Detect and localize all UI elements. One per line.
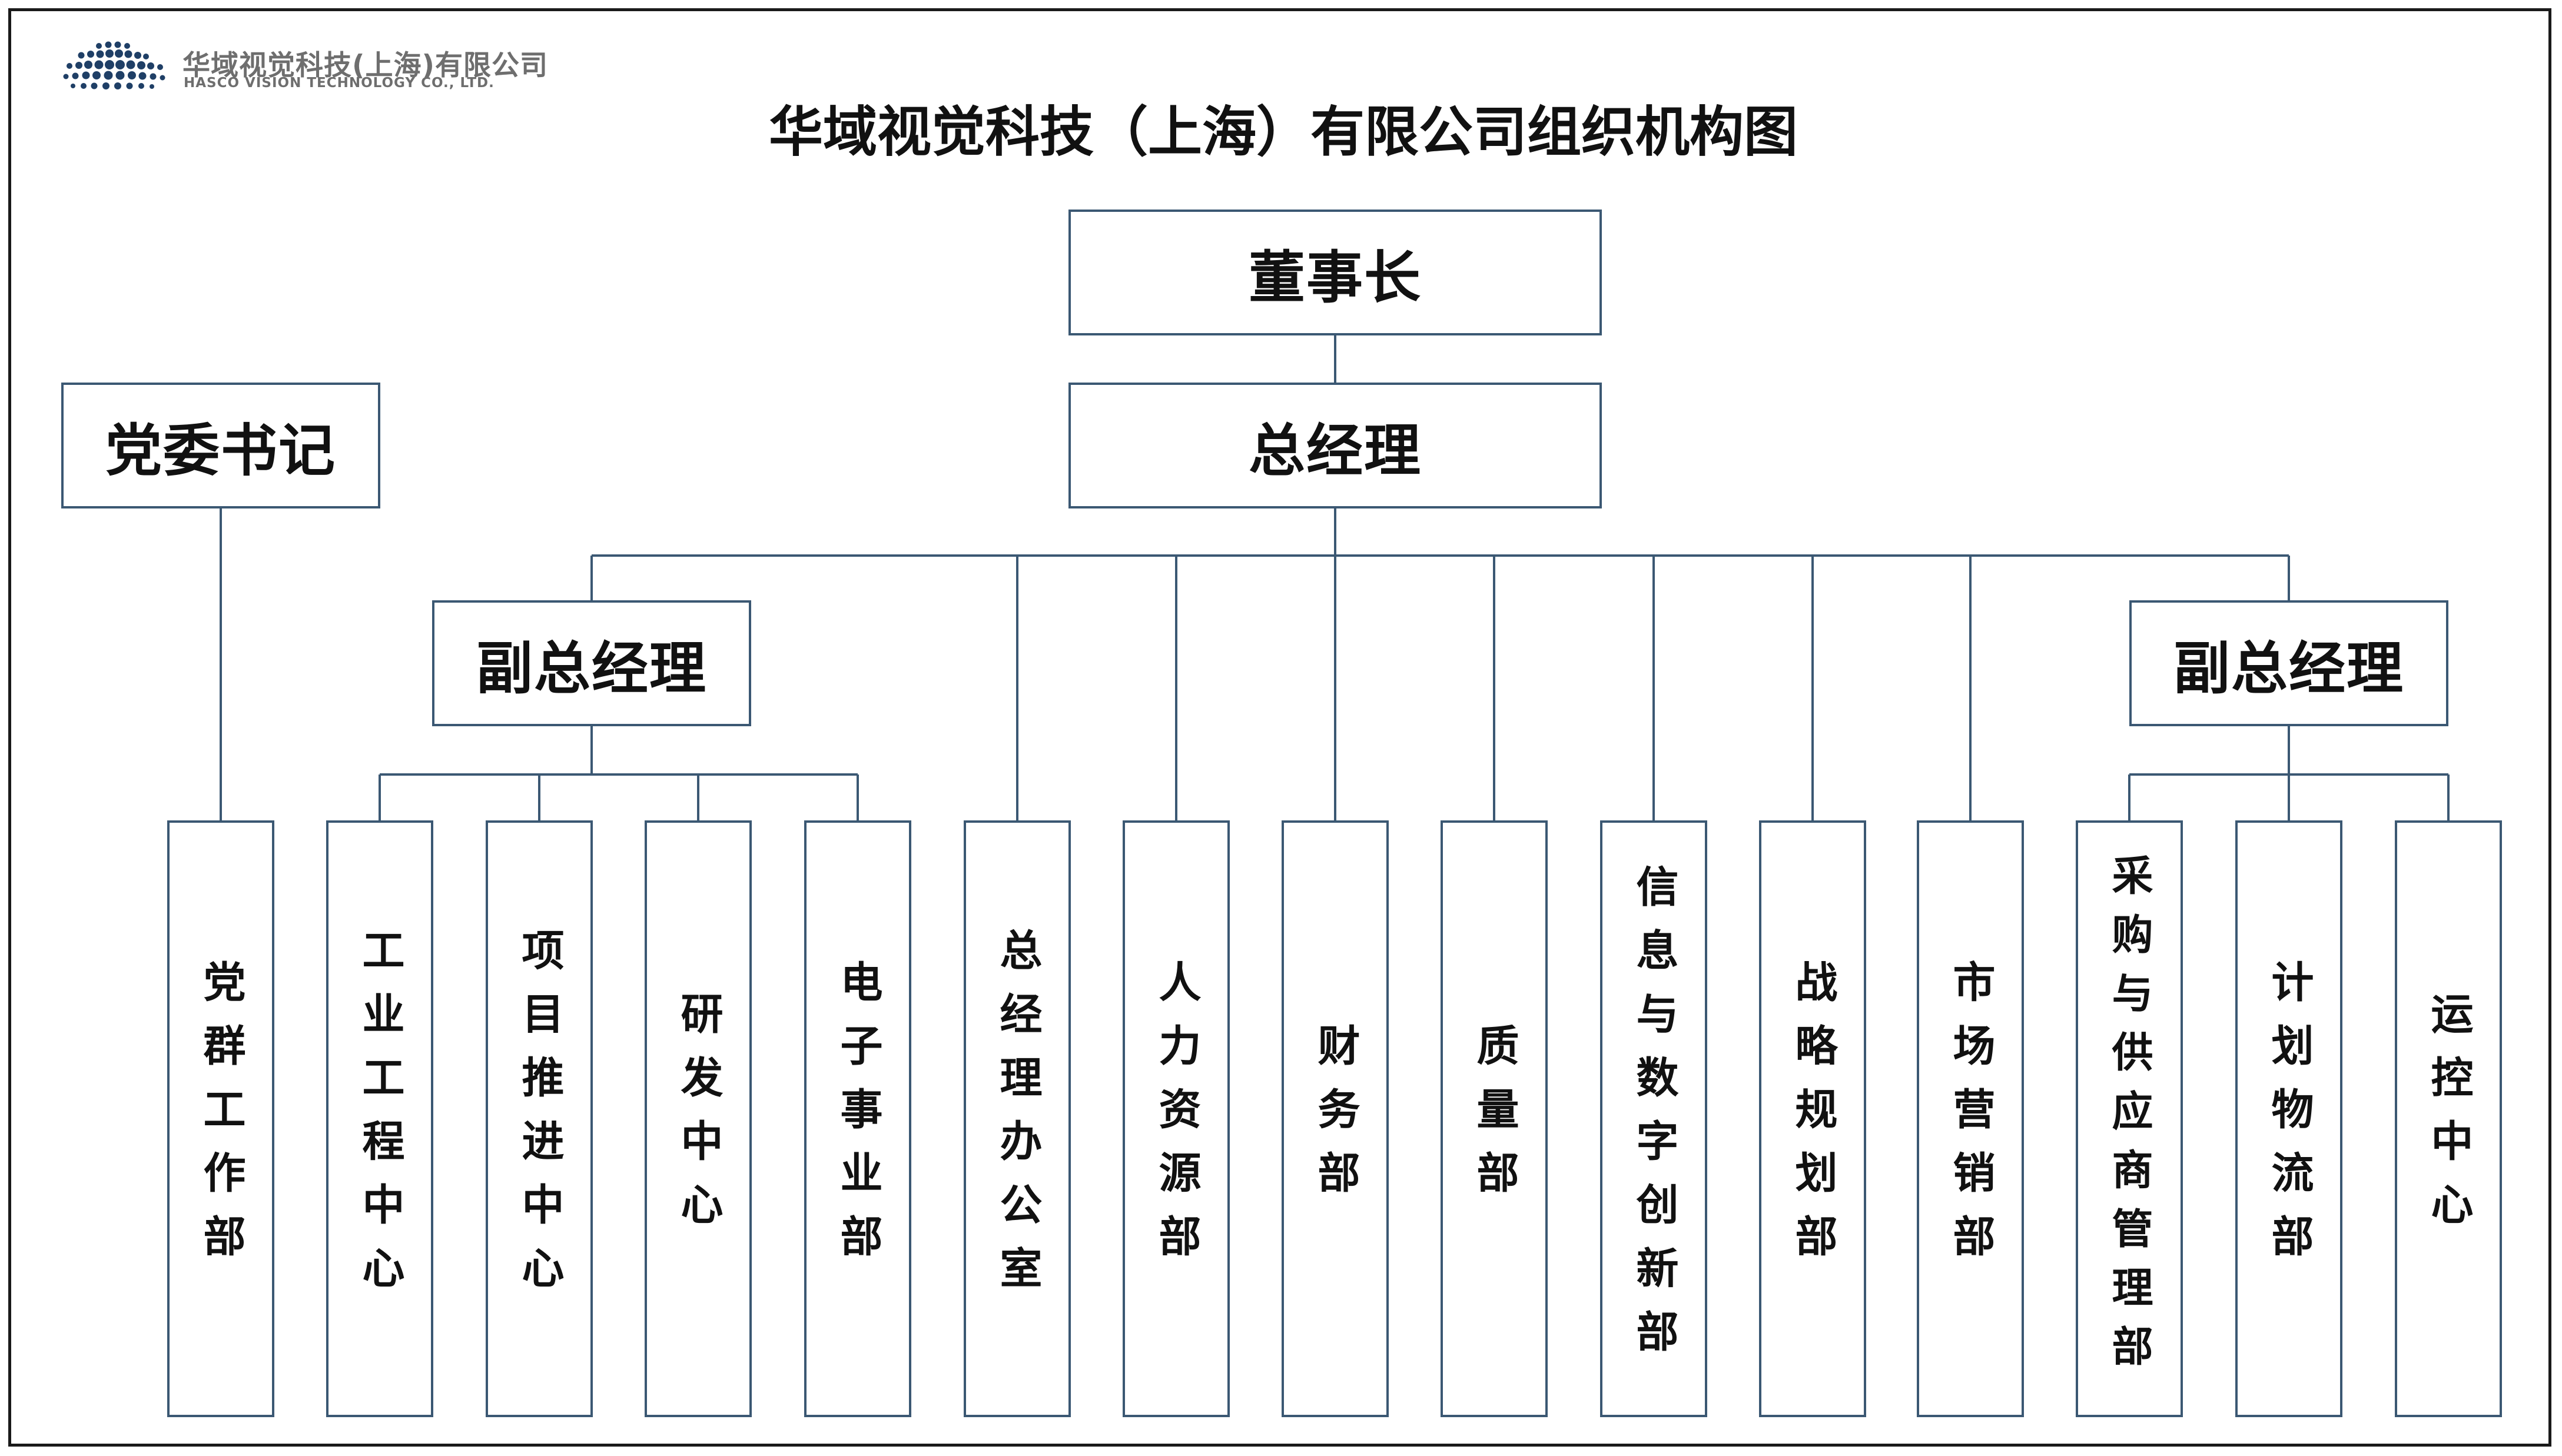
logo-company-name: 华域视觉科技(上海)有限公司 [182,49,548,82]
deputy-gm-left-box: 副总经理 [432,600,751,726]
dept-quality: 质量部 [1441,820,1548,1417]
dept-procurement-supplier: 采购与供应商管理部 [2076,820,2183,1417]
page-frame [8,8,2551,1447]
dept-operation-control: 运控中心 [2395,820,2502,1417]
general-manager-box: 总经理 [1068,383,1602,508]
party-secretary-box: 党委书记 [61,383,380,508]
dept-project-promotion: 项目推进中心 [486,820,593,1417]
deputy-gm-right-box: 副总经理 [2129,600,2448,726]
globe-dots-logo-icon [63,41,165,89]
dept-planning-logistics: 计划物流部 [2235,820,2342,1417]
dept-rnd-center: 研发中心 [645,820,752,1417]
dept-information-digital: 信息与数字创新部 [1600,820,1707,1417]
dept-gm-office: 总经理办公室 [964,820,1071,1417]
dept-human-resources: 人力资源部 [1123,820,1230,1417]
dept-party-affairs: 党群工作部 [167,820,274,1417]
chart-title: 华域视觉科技（上海）有限公司组织机构图 [768,101,1798,164]
logo-company-english: HASCO VISION TECHNOLOGY CO., LTD. [184,75,495,91]
dept-strategy-planning: 战略规划部 [1759,820,1866,1417]
dept-electronics: 电子事业部 [804,820,911,1417]
dept-marketing: 市场营销部 [1917,820,2024,1417]
dept-finance: 财务部 [1282,820,1389,1417]
company-logo: 华域视觉科技(上海)有限公司 HASCO VISION TECHNOLOGY C… [58,38,599,94]
chairman-box: 董事长 [1068,210,1602,335]
dept-industrial-engineering: 工业工程中心 [326,820,433,1417]
